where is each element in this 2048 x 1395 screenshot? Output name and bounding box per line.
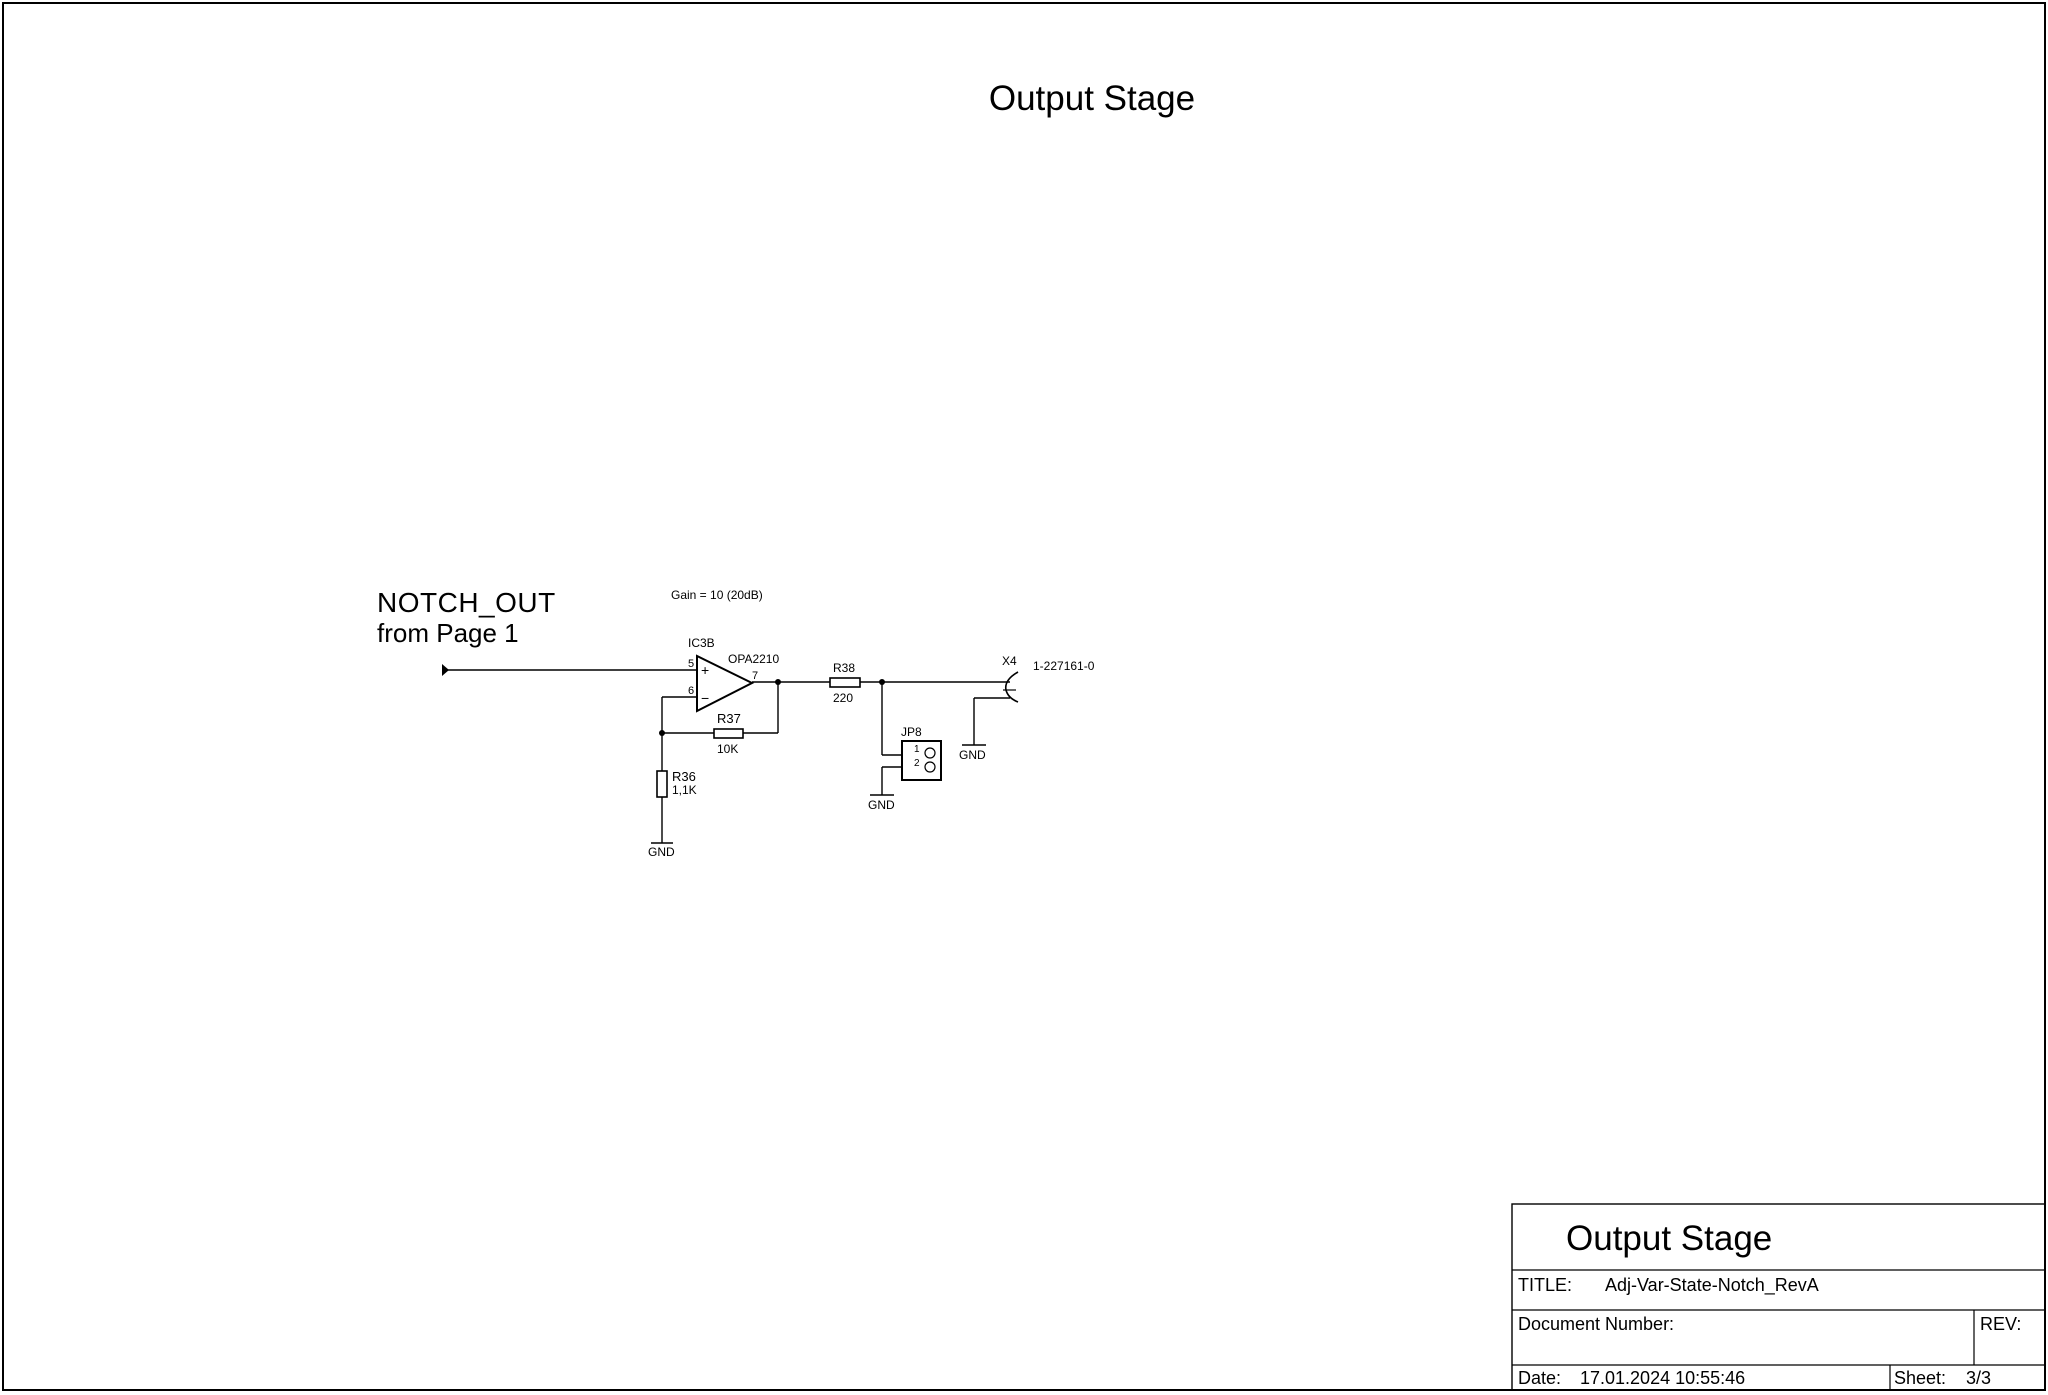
title-block: Output Stage TITLE: Adj-Var-State-Notch_… [1511,1203,2046,1391]
sheet-value: 3/3 [1966,1368,1991,1388]
opamp-triangle [696,654,755,713]
jumper-ref-label: JP8 [901,725,922,739]
junction-dot [775,679,781,685]
opamp-plus-sign: + [701,662,709,678]
resistor-r38-value: 220 [833,691,853,705]
title-block-frame [1511,1203,2046,1391]
sheet-label: Sheet: [1894,1368,1946,1388]
opamp-minus-sign: − [701,690,709,706]
resistor-r37: R37 10K [713,711,744,756]
page-title: Output Stage [989,79,1195,118]
gain-note: Gain = 10 (20dB) [671,588,763,602]
resistor-r37-ref: R37 [717,711,741,726]
ground-label: GND [868,798,895,812]
connector-part-label: 1-227161-0 [1033,659,1095,673]
ground-symbol-jp8: GND [868,794,895,812]
net-name-label: NOTCH_OUT [377,587,556,618]
jumper-jp8: 1 2 JP8 [901,725,942,781]
resistor-r36: R36 1,1K [656,769,697,798]
resistor-r36-ref: R36 [672,769,696,784]
opamp-ref-label: IC3B [688,636,715,650]
junction-dot [659,730,665,736]
jumper-pin2-label: 2 [914,758,920,769]
jumper-pin-circle [924,747,936,759]
resistor-r38-ref: R38 [833,661,855,675]
resistor-r38: R38 220 [829,661,861,705]
jumper-body [901,740,942,781]
resistor-r37-value: 10K [717,742,738,756]
resistor-body [713,728,744,739]
date-label: Date: [1518,1368,1561,1388]
ground-label: GND [959,748,986,762]
ground-label: GND [648,845,675,859]
rev-label: REV: [1980,1314,2021,1334]
junctions [659,679,885,736]
resistor-body [656,770,668,798]
wires [442,669,1010,843]
title-label: TITLE: [1518,1275,1572,1295]
opamp-pin7-label: 7 [752,670,758,682]
resistor-body [829,677,861,688]
net-source-label: from Page 1 [377,618,519,648]
title-block-heading: Output Stage [1566,1219,1772,1258]
ground-symbol-x4: GND [959,744,986,762]
connector-ref-label: X4 [1002,654,1017,668]
document-number-label: Document Number: [1518,1314,1674,1334]
opamp-part-label: OPA2210 [728,652,779,666]
opamp-pin5-label: 5 [688,658,694,670]
title-value: Adj-Var-State-Notch_RevA [1605,1275,1819,1296]
connector-x4: X4 1-227161-0 [1002,654,1095,703]
ground-symbol-r36: GND [648,842,675,859]
jumper-pin-circle [924,761,936,773]
jumper-pin1-label: 1 [914,744,920,755]
date-value: 17.01.2024 10:55:46 [1580,1368,1745,1388]
junction-dot [879,679,885,685]
resistor-r36-value: 1,1K [672,783,697,797]
opamp-pin6-label: 6 [688,685,694,697]
opamp-ic3b: + − 5 6 7 IC3B OPA2210 [688,636,779,713]
